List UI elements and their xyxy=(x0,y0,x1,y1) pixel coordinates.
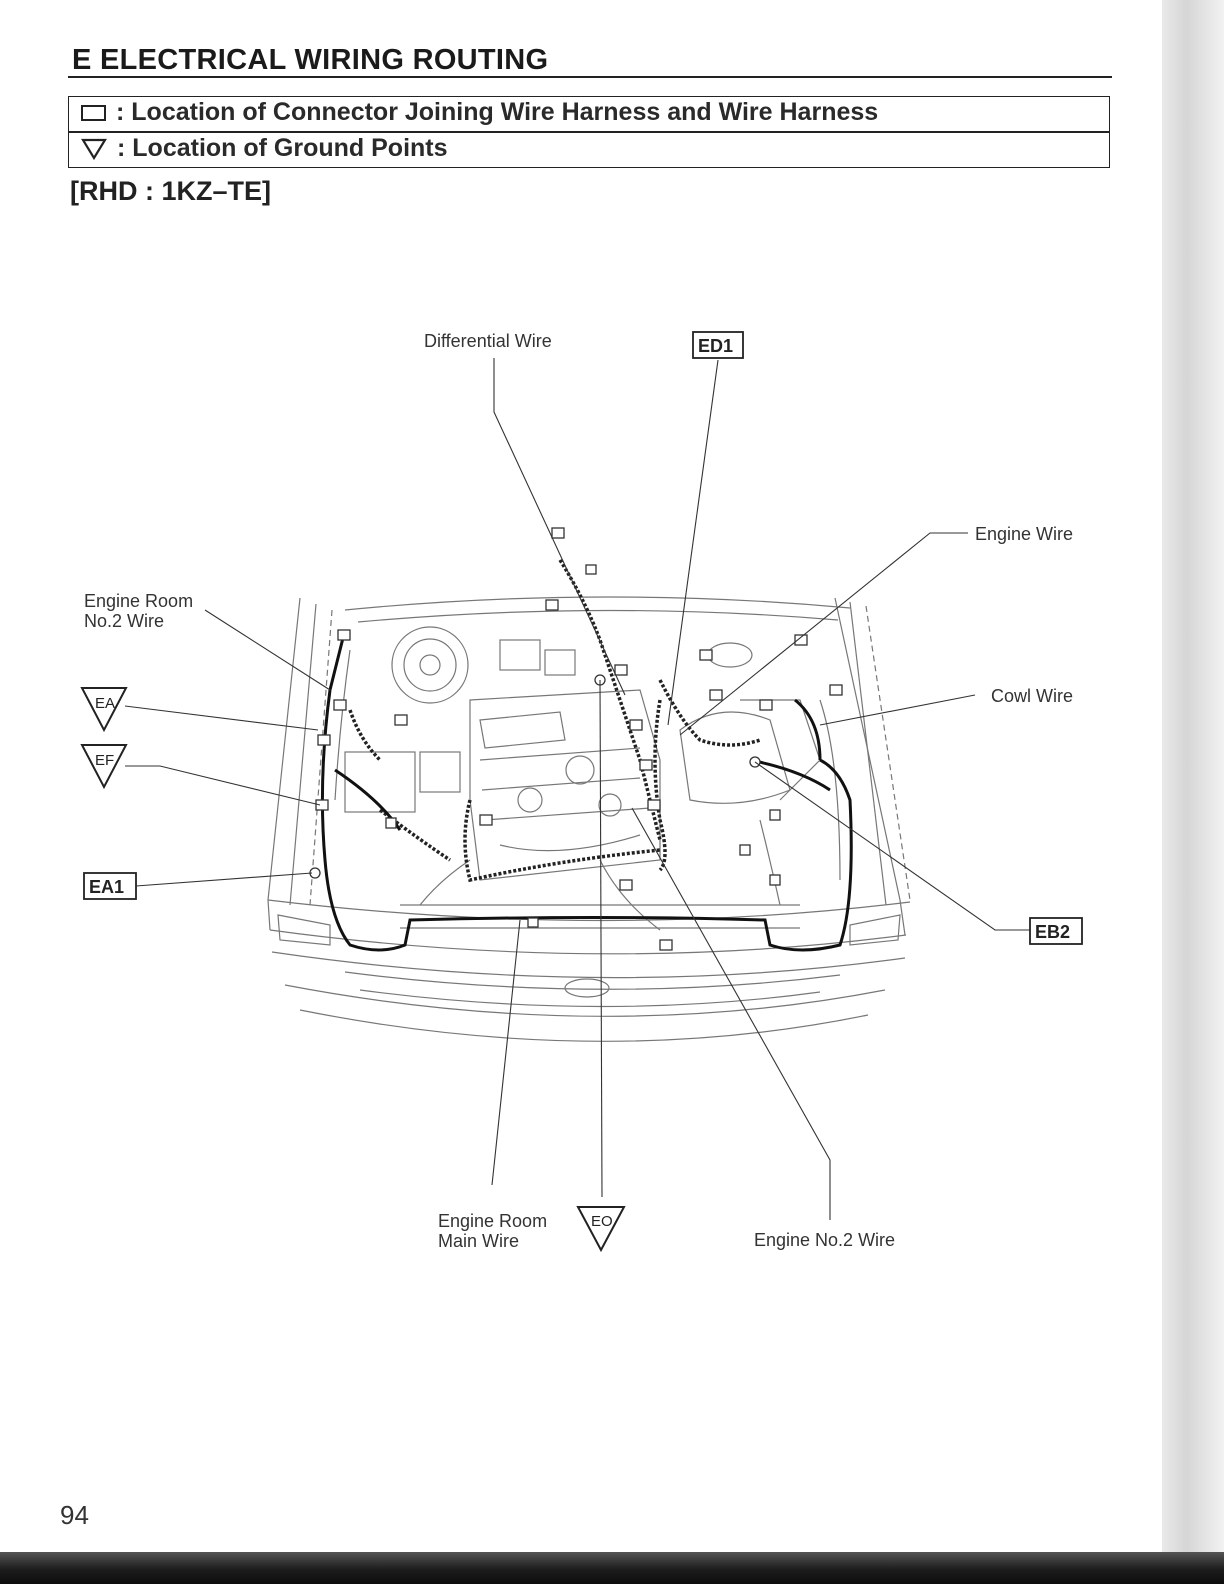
scan-bottom-edge xyxy=(0,1552,1224,1584)
solid-harness-routes xyxy=(322,630,851,950)
ground-eo-text: EO xyxy=(591,1213,613,1230)
ground-ef-text: EF xyxy=(95,752,114,769)
label-engine-no2-wire: Engine No.2 Wire xyxy=(754,1230,895,1250)
ground-marker-ea: EA xyxy=(82,688,126,730)
label-engine-room-main-line1: Engine Room xyxy=(438,1211,547,1231)
ground-marker-eo: EO xyxy=(578,1207,624,1250)
label-cowl-wire: Cowl Wire xyxy=(991,686,1073,706)
ground-ea-text: EA xyxy=(95,695,115,712)
label-engine-room-no2-line2: No.2 Wire xyxy=(84,611,164,631)
connector-ea1-text: EA1 xyxy=(89,877,124,897)
ground-marker-ef: EF xyxy=(82,745,126,787)
connector-tag-ed1: ED1 xyxy=(693,332,743,358)
label-engine-room-main-line2: Main Wire xyxy=(438,1231,519,1251)
vehicle-outline xyxy=(268,597,910,1041)
connector-eb2-text: EB2 xyxy=(1035,922,1070,942)
leader-lines xyxy=(125,358,1030,1220)
connector-tag-ea1: EA1 xyxy=(84,873,136,899)
connector-tag-eb2: EB2 xyxy=(1030,918,1082,944)
page-number: 94 xyxy=(60,1500,89,1531)
label-engine-wire: Engine Wire xyxy=(975,524,1073,544)
label-differential-wire: Differential Wire xyxy=(424,331,552,351)
harness-connector-details xyxy=(310,528,842,950)
label-engine-room-no2-line1: Engine Room xyxy=(84,591,193,611)
connector-ed1-text: ED1 xyxy=(698,336,733,356)
